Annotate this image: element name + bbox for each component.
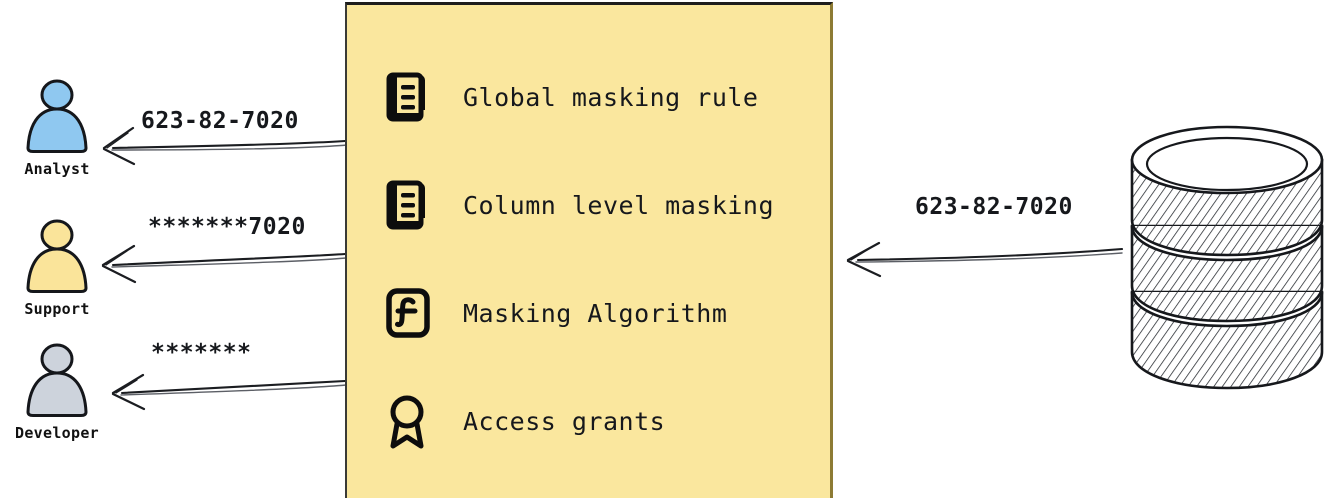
arrow-label-database: 623-82-7020	[915, 194, 1073, 220]
policy-item-label: Masking Algorithm	[463, 298, 728, 328]
database-cylinder-icon[interactable]	[1118, 120, 1338, 400]
policy-item-list: Global masking rule Column level masking	[381, 55, 811, 487]
persona-label: Developer	[15, 424, 99, 442]
person-icon	[18, 78, 96, 158]
scroll-icon	[381, 69, 435, 125]
arrow-to-analyst	[102, 126, 348, 166]
policy-item-access-grants[interactable]: Access grants	[381, 379, 811, 463]
policy-item-label: Access grants	[463, 406, 666, 436]
persona-label: Analyst	[24, 160, 90, 178]
scroll-icon	[381, 177, 435, 233]
policy-item-label: Column level masking	[463, 190, 775, 220]
arrow-label-support: *******7020	[148, 214, 306, 240]
function-icon	[381, 285, 435, 341]
arrow-label-analyst: 623-82-7020	[141, 108, 299, 134]
person-icon	[18, 218, 96, 298]
award-icon	[381, 393, 435, 449]
arrow-label-developer: *******	[151, 340, 252, 366]
persona-support[interactable]: Support	[2, 218, 112, 318]
person-icon	[18, 342, 96, 422]
policy-item-label: Global masking rule	[463, 82, 759, 112]
arrow-to-support	[101, 244, 347, 284]
persona-label: Support	[24, 300, 90, 318]
policy-item-global-masking-rule[interactable]: Global masking rule	[381, 55, 811, 139]
policy-item-masking-algorithm[interactable]: Masking Algorithm	[381, 271, 811, 355]
persona-analyst[interactable]: Analyst	[2, 78, 112, 178]
policy-item-column-level-masking[interactable]: Column level masking	[381, 163, 811, 247]
persona-developer[interactable]: Developer	[2, 342, 112, 442]
arrow-to-developer	[111, 373, 347, 411]
arrow-from-database	[846, 241, 1124, 278]
masking-policy-panel: Global masking rule Column level masking	[345, 2, 833, 498]
